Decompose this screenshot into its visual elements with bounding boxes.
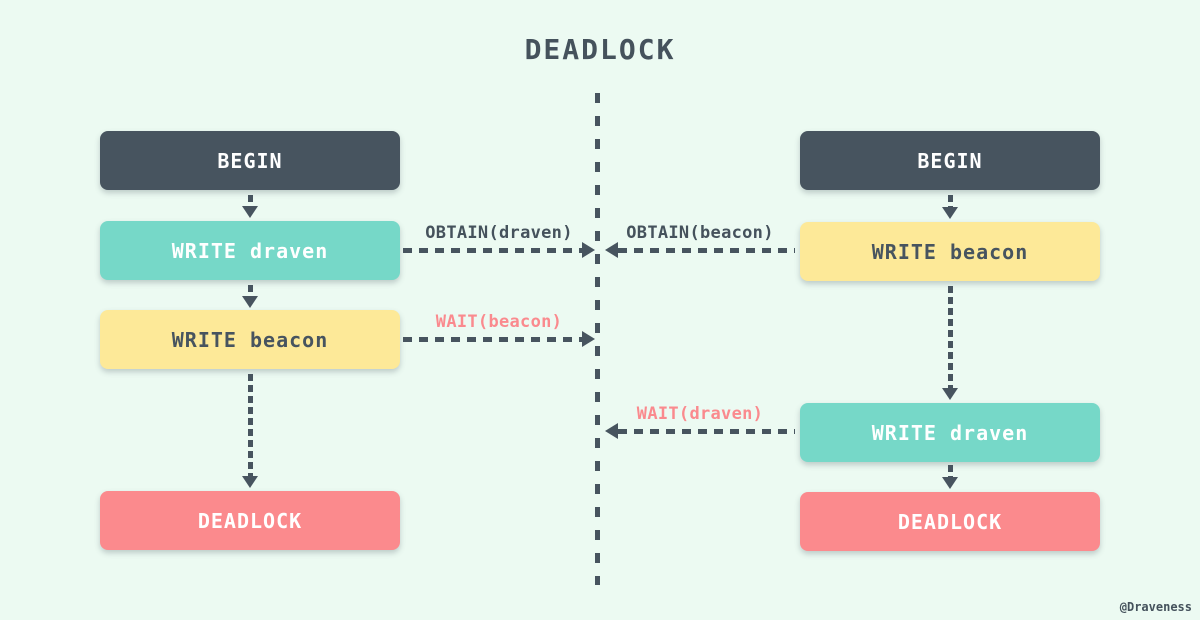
- left-step-write-beacon: WRITE beacon: [100, 310, 400, 369]
- right-step-write-beacon: WRITE beacon: [800, 222, 1100, 281]
- dashed-line: [947, 465, 953, 477]
- arrow-right-write-beacon-to-write-draven: [942, 286, 958, 400]
- dashed-line: [947, 286, 953, 388]
- right-step-write-draven: WRITE draven: [800, 403, 1100, 462]
- label-obtain-beacon: OBTAIN(beacon): [626, 223, 774, 243]
- arrowhead-right-icon: [582, 331, 595, 347]
- arrow-left-begin-to-write-draven: [242, 195, 258, 218]
- arrow-wait-beacon: [403, 331, 595, 347]
- arrowhead-down-icon: [942, 388, 958, 400]
- dashed-line: [403, 247, 582, 253]
- dashed-line: [247, 374, 253, 476]
- right-step-deadlock: DEADLOCK: [800, 492, 1100, 551]
- arrowhead-left-icon: [605, 423, 618, 439]
- arrow-obtain-beacon: [605, 242, 795, 258]
- dashed-line: [247, 285, 253, 296]
- arrowhead-down-icon: [242, 206, 258, 218]
- author-watermark: @Draveness: [1119, 600, 1192, 614]
- arrow-obtain-draven: [403, 242, 595, 258]
- arrow-left-write-draven-to-write-beacon: [242, 285, 258, 308]
- arrow-wait-draven: [605, 423, 795, 439]
- arrowhead-down-icon: [942, 207, 958, 219]
- left-step-begin: BEGIN: [100, 131, 400, 190]
- arrow-right-begin-to-write-beacon: [942, 195, 958, 219]
- arrowhead-down-icon: [942, 477, 958, 489]
- right-step-begin: BEGIN: [800, 131, 1100, 190]
- label-obtain-draven: OBTAIN(draven): [425, 223, 573, 243]
- arrow-right-write-draven-to-deadlock: [942, 465, 958, 489]
- dashed-line: [618, 247, 795, 253]
- arrowhead-left-icon: [605, 242, 618, 258]
- dashed-line: [247, 195, 253, 206]
- label-wait-draven: WAIT(draven): [636, 404, 764, 424]
- arrowhead-down-icon: [242, 296, 258, 308]
- left-step-write-draven: WRITE draven: [100, 221, 400, 280]
- arrowhead-down-icon: [242, 476, 258, 488]
- arrow-left-write-beacon-to-deadlock: [242, 374, 258, 488]
- dashed-line: [618, 428, 795, 434]
- dashed-line: [947, 195, 953, 207]
- left-step-deadlock: DEADLOCK: [100, 491, 400, 550]
- timeline-divider-dashed-line: [595, 93, 600, 585]
- dashed-line: [403, 336, 582, 342]
- arrowhead-right-icon: [582, 242, 595, 258]
- diagram-title: DEADLOCK: [524, 33, 676, 66]
- label-wait-beacon: WAIT(beacon): [435, 312, 563, 332]
